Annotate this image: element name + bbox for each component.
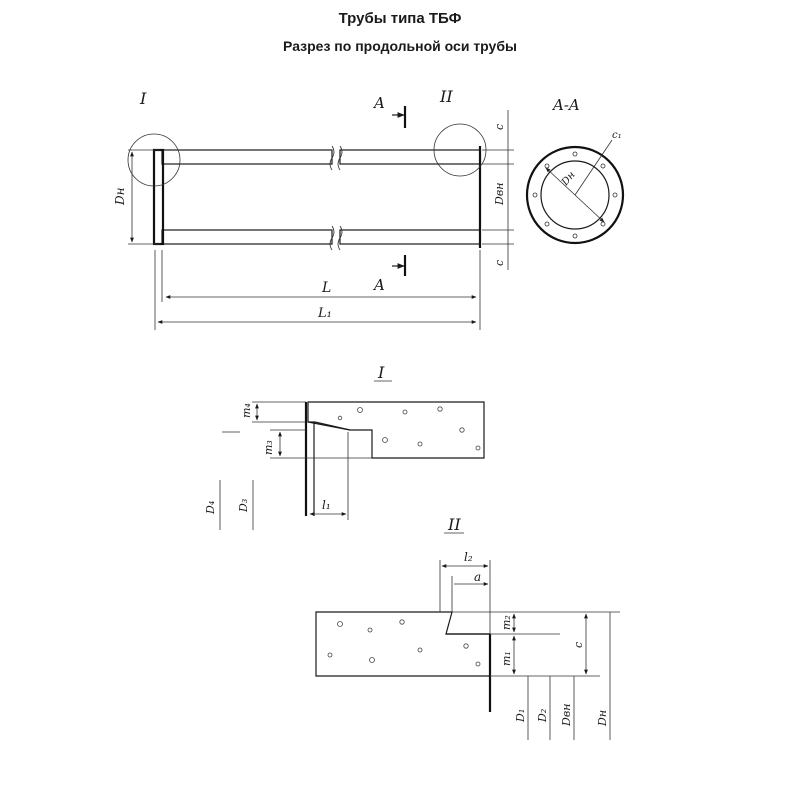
detail-one: I m₄ m₃ D₄ D₃ l₁ xyxy=(204,363,485,530)
dim-a: a xyxy=(474,570,481,584)
dim-D1: D₁ xyxy=(514,709,527,723)
dim-l2: l₂ xyxy=(464,550,473,564)
section-inner-circle xyxy=(540,160,610,230)
dim-Dvn: Dвн xyxy=(560,704,573,727)
dim-inner-diameter-main: Dвн xyxy=(493,183,506,206)
main-section: I II A A Dн c Dвн c L L₁ xyxy=(113,87,514,330)
dim-l1: l₁ xyxy=(322,498,331,512)
cross-section-a-a: A-A c₁ Dн xyxy=(525,96,625,245)
aggregate-marks xyxy=(327,406,481,667)
dim-wall-bottom: c xyxy=(493,260,506,266)
dim-m2: m₂ xyxy=(500,615,513,630)
break-mark-top xyxy=(329,145,335,171)
drawing-subtitle: Разрез по продольной оси трубы xyxy=(283,38,517,54)
detail-two: II l₂ a m₂ m₁ c D₁ D₂ Dвн Dн xyxy=(315,515,620,740)
detail-one-title: I xyxy=(377,363,385,382)
dim-outer-diameter-main: Dн xyxy=(113,187,127,206)
dim-D2: D₂ xyxy=(536,709,549,723)
dim-D3: D₃ xyxy=(237,499,250,513)
section-arrow-top: A xyxy=(372,94,385,112)
detail-one-circle xyxy=(127,133,181,187)
pipe-wall-bottom-right xyxy=(339,229,481,245)
pipe-wall-top-right xyxy=(339,149,481,165)
drawing-title: Трубы типа ТБФ xyxy=(338,10,462,27)
detail-one-marker: I xyxy=(139,89,147,108)
pipe-wall-bottom-left xyxy=(161,229,333,245)
dim-length: L xyxy=(321,280,331,296)
dim-m1: m₁ xyxy=(500,651,513,666)
dim-Dn: Dн xyxy=(596,710,609,727)
dim-m3: m₃ xyxy=(262,440,275,455)
pipe-wall-top-left xyxy=(161,149,333,165)
section-arrow-bottom: A xyxy=(372,276,385,294)
detail-two-marker: II xyxy=(439,87,453,106)
detail-two-concrete xyxy=(315,611,491,677)
break-mark-bottom xyxy=(329,225,335,251)
dim-D4: D₄ xyxy=(204,501,217,515)
dim-m4: m₄ xyxy=(240,403,253,418)
dim-section-diameter: Dн xyxy=(559,170,577,189)
detail-one-concrete xyxy=(307,401,485,459)
section-outer-circle xyxy=(525,145,625,245)
section-title: A-A xyxy=(551,96,580,114)
dim-wall-section: c₁ xyxy=(612,130,622,141)
dim-wall-top: c xyxy=(493,124,506,130)
dim-c: c xyxy=(572,642,585,648)
dim-length-total: L₁ xyxy=(317,306,332,321)
detail-two-title: II xyxy=(447,515,461,534)
